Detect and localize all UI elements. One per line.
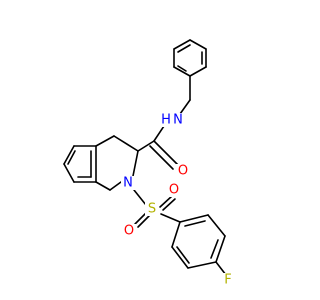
bond (153, 125, 165, 142)
bond (134, 212, 147, 225)
bond (67, 150, 76, 165)
bond (177, 65, 187, 72)
bond (162, 198, 176, 211)
bond (176, 246, 190, 264)
bond (137, 140, 155, 152)
bond (63, 163, 75, 183)
bond (95, 135, 115, 147)
amide-n-label: N (173, 113, 183, 128)
carbonyl-o-label: O (178, 164, 188, 179)
molecule-diagram: H N O N S O O F (63, 39, 235, 288)
bond (184, 220, 206, 227)
bond (160, 213, 181, 223)
bond (137, 215, 150, 228)
bond (153, 140, 179, 166)
bond (171, 221, 181, 248)
bond (179, 99, 191, 115)
bond (133, 189, 147, 206)
bond (149, 145, 174, 170)
bond (173, 39, 191, 50)
bond (109, 181, 122, 191)
atom-labels: H N O N S O O F (121, 113, 235, 288)
bond (173, 66, 191, 77)
bond (177, 44, 191, 53)
ring-n-label: N (123, 176, 133, 191)
sulfonyl-o-right-label: O (169, 183, 179, 198)
bond (113, 135, 139, 152)
bonds (63, 39, 227, 276)
bond (179, 214, 209, 223)
bond (210, 239, 219, 259)
sulfur-label: S (148, 202, 156, 217)
bond (95, 181, 111, 191)
bond (189, 66, 207, 77)
bond (215, 235, 226, 263)
fluorine-label: F (224, 273, 231, 288)
bond (132, 150, 139, 177)
bond (189, 39, 207, 50)
sulfonyl-o-left-label: O (124, 224, 134, 239)
bond (63, 145, 75, 165)
bond (159, 195, 173, 208)
bond (187, 261, 217, 269)
bond (171, 246, 189, 269)
bond (215, 261, 227, 276)
amide-h-label: H (161, 113, 171, 128)
bond (207, 214, 226, 237)
